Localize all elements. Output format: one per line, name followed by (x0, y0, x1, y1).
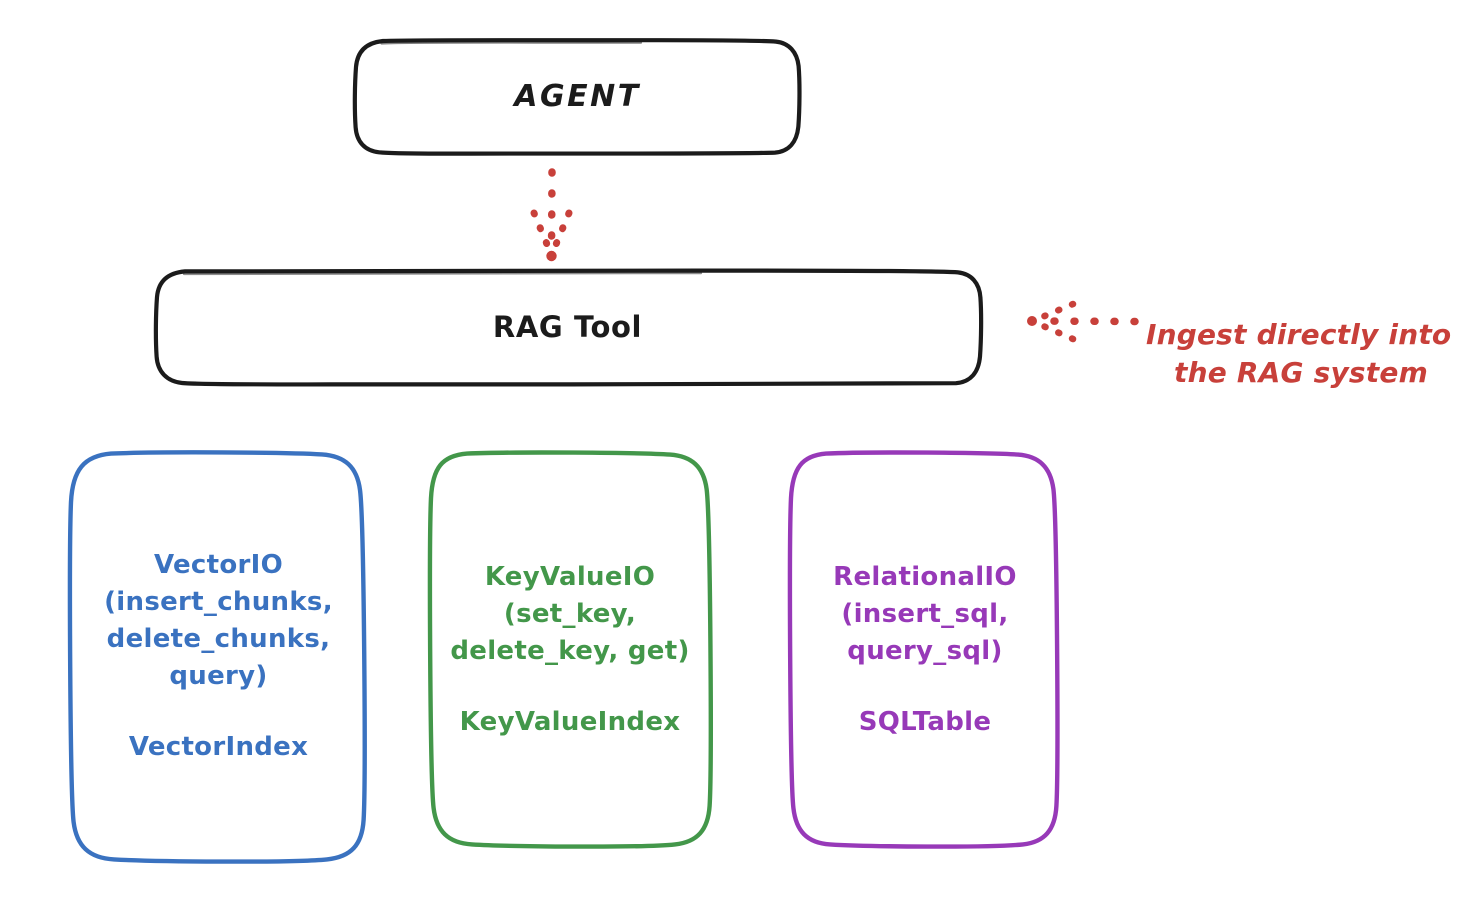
key-value-io-node-content: KeyValueIO (set_key, delete_key, get) Ke… (429, 559, 711, 741)
key-value-io-node[interactable]: KeyValueIO (set_key, delete_key, get) Ke… (429, 452, 711, 848)
agent-node[interactable]: AGENT (355, 40, 800, 154)
rag-tool-node-label: RAG Tool (492, 309, 643, 344)
relational-io-box-outline (787, 450, 1060, 849)
relational-io-node[interactable]: RelationalIO (insert_sql, query_sql) SQL… (790, 452, 1060, 848)
vector-io-node-content: VectorIO (insert_chunks, delete_chunks, … (70, 547, 367, 766)
key-value-io-index-label: KeyValueIndex (459, 706, 681, 737)
ingest-annotation-line2: the RAG system (1174, 356, 1428, 390)
rag-tool-node[interactable]: RAG Tool (155, 270, 980, 384)
edge-ingest-to-rag-tool (1027, 300, 1139, 343)
ingest-annotation-text: Ingest directly into the RAG system (1146, 278, 1476, 430)
vector-io-api-label: VectorIO (insert_chunks, delete_chunks, … (104, 550, 333, 691)
key-value-io-api-label: KeyValueIO (set_key, delete_key, get) (450, 562, 690, 666)
relational-io-index-label: SQLTable (858, 706, 992, 737)
edge-agent-to-rag-tool (530, 168, 573, 262)
relational-io-node-content: RelationalIO (insert_sql, query_sql) SQL… (790, 559, 1060, 741)
ingest-annotation-line1: Ingest directly into (1146, 318, 1452, 352)
rag-tool-box-outline (153, 268, 984, 387)
ingest-annotation: Ingest directly into the RAG system (1146, 278, 1476, 430)
agent-node-label: AGENT (514, 79, 641, 115)
vector-io-node[interactable]: VectorIO (insert_chunks, delete_chunks, … (70, 452, 367, 861)
relational-io-api-label: RelationalIO (insert_sql, query_sql) (833, 562, 1017, 666)
vector-io-index-label: VectorIndex (128, 731, 309, 762)
agent-box-outline (352, 38, 802, 156)
vector-io-box-outline (67, 450, 367, 864)
key-value-io-box-outline (427, 450, 713, 849)
